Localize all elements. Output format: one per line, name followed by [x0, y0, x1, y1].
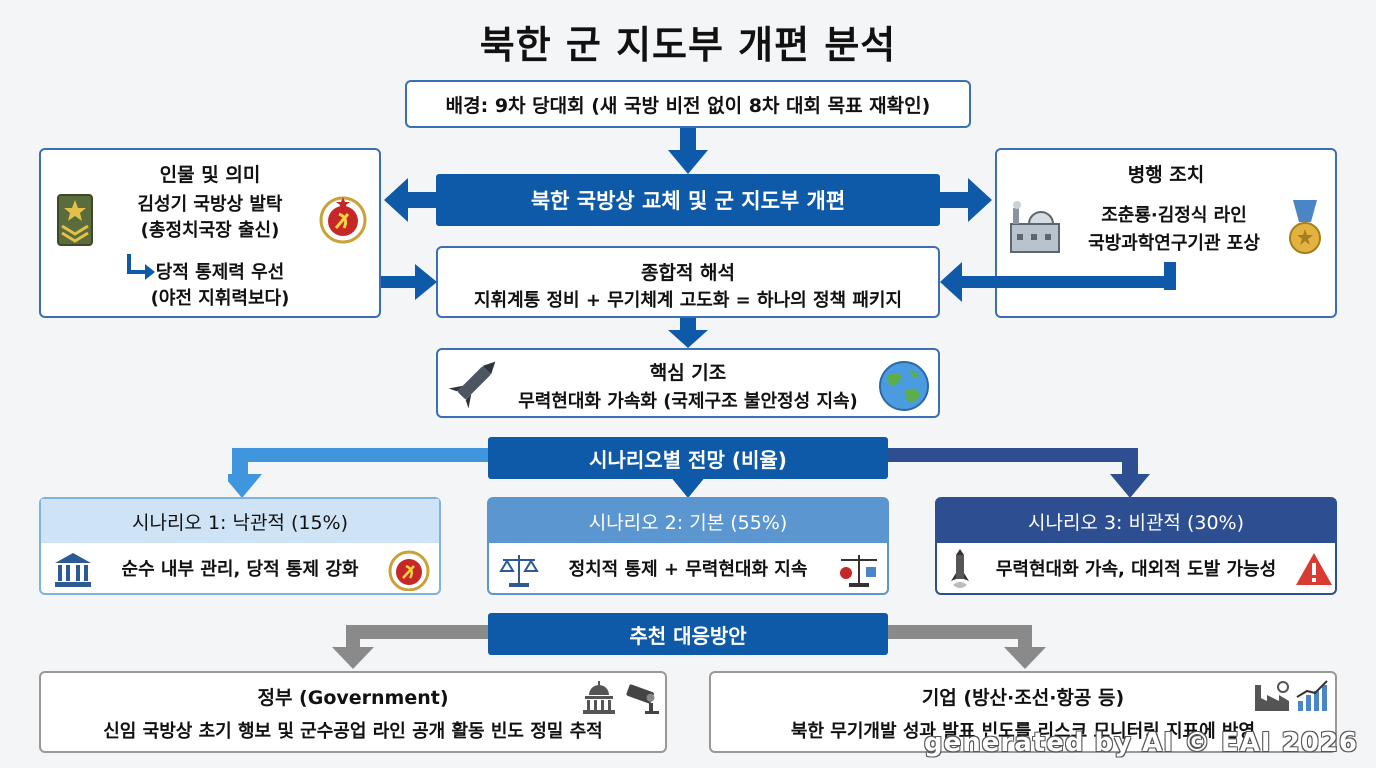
left-panel-line2: (총정치국장 출신) — [140, 220, 280, 241]
balance-scale-icon — [840, 555, 877, 587]
left-panel-heading: 인물 및 의미 — [159, 164, 261, 186]
scenario-2-desc: 정치적 통제 + 무력현대화 지속 — [568, 559, 808, 580]
arrow-left-icon — [384, 178, 438, 222]
scenario-3-title: 시나리오 3: 비관적 (30%) — [937, 499, 1335, 543]
arrow-branch-right-icon — [886, 625, 1046, 669]
party-emblem-icon — [388, 550, 430, 591]
arrow-right-icon — [381, 264, 437, 300]
left-panel-line4: (야전 지휘력보다) — [150, 288, 290, 309]
arrow-down-icon — [668, 128, 708, 174]
response-enterprise-title: 기업 (방산·조선·항공 등) — [921, 687, 1125, 709]
scenario-card-2: 시나리오 2: 기본 (55%) 정치적 통제 + 무력현대화 지속 — [487, 497, 889, 595]
synthesis-box: 종합적 해석 지휘계통 정비 + 무기체계 고도화 = 하나의 정책 패키지 — [436, 246, 940, 318]
scenario-title-text: 시나리오별 전망 (비율) — [589, 447, 787, 472]
page-title: 북한 군 지도부 개편 분석 — [479, 23, 897, 67]
background-text: 배경: 9차 당대회 (새 국방 비전 없이 8차 대회 목표 재확인) — [445, 94, 931, 117]
government-building-icon — [55, 553, 91, 587]
scenario-card-3: 시나리오 3: 비관적 (30%) 무력현대화 가속, 대외적 도발 가능성 — [935, 497, 1337, 595]
response-title-text: 추천 대응방안 — [629, 623, 747, 648]
warning-icon — [1296, 553, 1332, 585]
balance-scale-icon — [499, 555, 539, 587]
left-panel: 인물 및 의미 김성기 국방상 발탁 (총정치국장 출신) 당적 통제력 우선 … — [39, 148, 381, 318]
arrow-down-icon — [668, 318, 708, 348]
scenario-2-title: 시나리오 2: 기본 (55%) — [489, 499, 887, 543]
scenario-card-1: 시나리오 1: 낙관적 (15%) 순수 내부 관리, 당적 통제 강화 — [39, 497, 441, 595]
arrow-turn-icon — [127, 254, 155, 280]
response-title-bar: 추천 대응방안 — [488, 613, 888, 655]
chart-growth-icon — [1296, 680, 1328, 711]
right-panel-heading: 병행 조치 — [1127, 164, 1205, 186]
surveillance-camera-icon — [626, 684, 659, 714]
arrow-left-elbow-icon — [940, 262, 1176, 302]
left-panel-line3: 당적 통제력 우선 — [155, 262, 285, 283]
elbow-connector — [1164, 262, 1176, 290]
globe-icon — [879, 361, 929, 411]
arrow-right-icon — [938, 178, 992, 222]
scenario-1-desc: 순수 내부 관리, 당적 통제 강화 — [121, 559, 359, 580]
response-card-government: 정부 (Government) 신임 국방상 초기 행보 및 군수공업 라인 공… — [39, 671, 667, 753]
right-panel-line2: 국방과학연구기관 포상 — [1088, 233, 1260, 254]
core-box: 핵심 기조 무력현대화 가속화 (국제구조 불안정성 지속) — [436, 348, 940, 418]
party-emblem-icon — [319, 196, 367, 244]
scenario-3-desc: 무력현대화 가속, 대외적 도발 가능성 — [995, 559, 1277, 580]
response-enterprise-desc: 북한 무기개발 성과 발표 빈도를 리스크 모니터링 지표에 반영 — [790, 721, 1256, 742]
watermark: generated by AI © EAI 2026 — [924, 728, 1358, 758]
right-panel: 병행 조치 조춘룡·김정식 라인 국방과학연구기관 포상 — [995, 148, 1337, 318]
core-heading: 핵심 기조 — [649, 362, 727, 384]
missile-icon — [448, 361, 496, 409]
right-panel-line1: 조춘룡·김정식 라인 — [1101, 205, 1247, 226]
arrow-down-icon — [670, 476, 706, 498]
core-body: 무력현대화 가속화 (국제구조 불안정성 지속) — [518, 391, 858, 412]
response-government-desc: 신임 국방상 초기 행보 및 군수공업 라인 공개 활동 빈도 정밀 추적 — [103, 721, 603, 742]
arrow-branch-right-icon — [886, 448, 1150, 498]
arrow-branch-left-icon — [228, 448, 492, 498]
scenario-title-bar: 시나리오별 전망 (비율) — [488, 437, 888, 479]
background-box: 배경: 9차 당대회 (새 국방 비전 없이 8차 대회 목표 재확인) — [405, 80, 971, 128]
factory-icon — [1255, 681, 1289, 711]
main-event-text: 북한 국방상 교체 및 군 지도부 개편 — [530, 189, 846, 213]
military-rank-icon — [57, 194, 93, 246]
response-government-title: 정부 (Government) — [257, 687, 449, 709]
arrow-branch-left-icon — [332, 625, 492, 669]
synthesis-body: 지휘계통 정비 + 무기체계 고도화 = 하나의 정책 패키지 — [473, 290, 903, 311]
response-card-enterprise: 기업 (방산·조선·항공 등) 북한 무기개발 성과 발표 빈도를 리스크 모니… — [709, 671, 1337, 753]
research-facility-icon — [1010, 201, 1060, 253]
rocket-launch-icon — [951, 549, 969, 588]
synthesis-heading: 종합적 해석 — [640, 262, 735, 284]
main-event-bar: 북한 국방상 교체 및 군 지도부 개편 — [436, 174, 940, 226]
medal-icon — [1289, 200, 1321, 254]
left-panel-line1: 김성기 국방상 발탁 — [137, 194, 283, 215]
scenario-1-title: 시나리오 1: 낙관적 (15%) — [41, 499, 439, 543]
capitol-building-icon — [583, 681, 615, 714]
